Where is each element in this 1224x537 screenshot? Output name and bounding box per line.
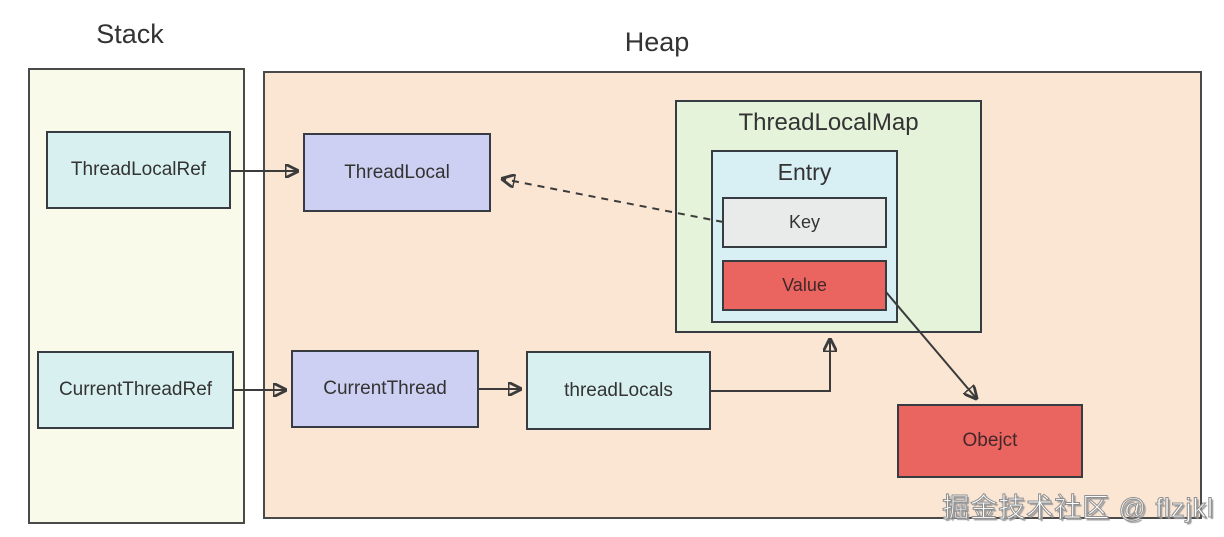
node-threadlocalref: ThreadLocalRef [46, 131, 231, 209]
node-value: Value [722, 260, 887, 311]
node-object: Obejct [897, 404, 1083, 478]
threadlocal-label: ThreadLocal [344, 161, 450, 183]
threadlocalref-label: ThreadLocalRef [70, 159, 207, 180]
entry-label: Entry [777, 159, 832, 185]
node-currentthreadref: CurrentThreadRef [37, 351, 234, 429]
key-label: Key [788, 212, 821, 232]
node-key: Key [722, 197, 887, 248]
node-threadlocal: ThreadLocal [303, 133, 491, 212]
node-currentthread: CurrentThread [291, 350, 479, 428]
heap-region-title: Heap [624, 27, 690, 57]
value-label: Value [782, 275, 827, 295]
watermark-text: 掘金技术社区 @ flzjkl [942, 493, 1214, 524]
node-threadlocals: threadLocals [526, 351, 711, 430]
currentthreadref-label: CurrentThreadRef [58, 379, 213, 400]
threadlocals-label: threadLocals [564, 379, 673, 401]
object-label: Obejct [962, 430, 1018, 451]
currentthread-label: CurrentThread [323, 378, 447, 399]
stack-region-title: Stack [96, 19, 164, 49]
threadlocalmap-label: ThreadLocalMap [738, 109, 919, 136]
